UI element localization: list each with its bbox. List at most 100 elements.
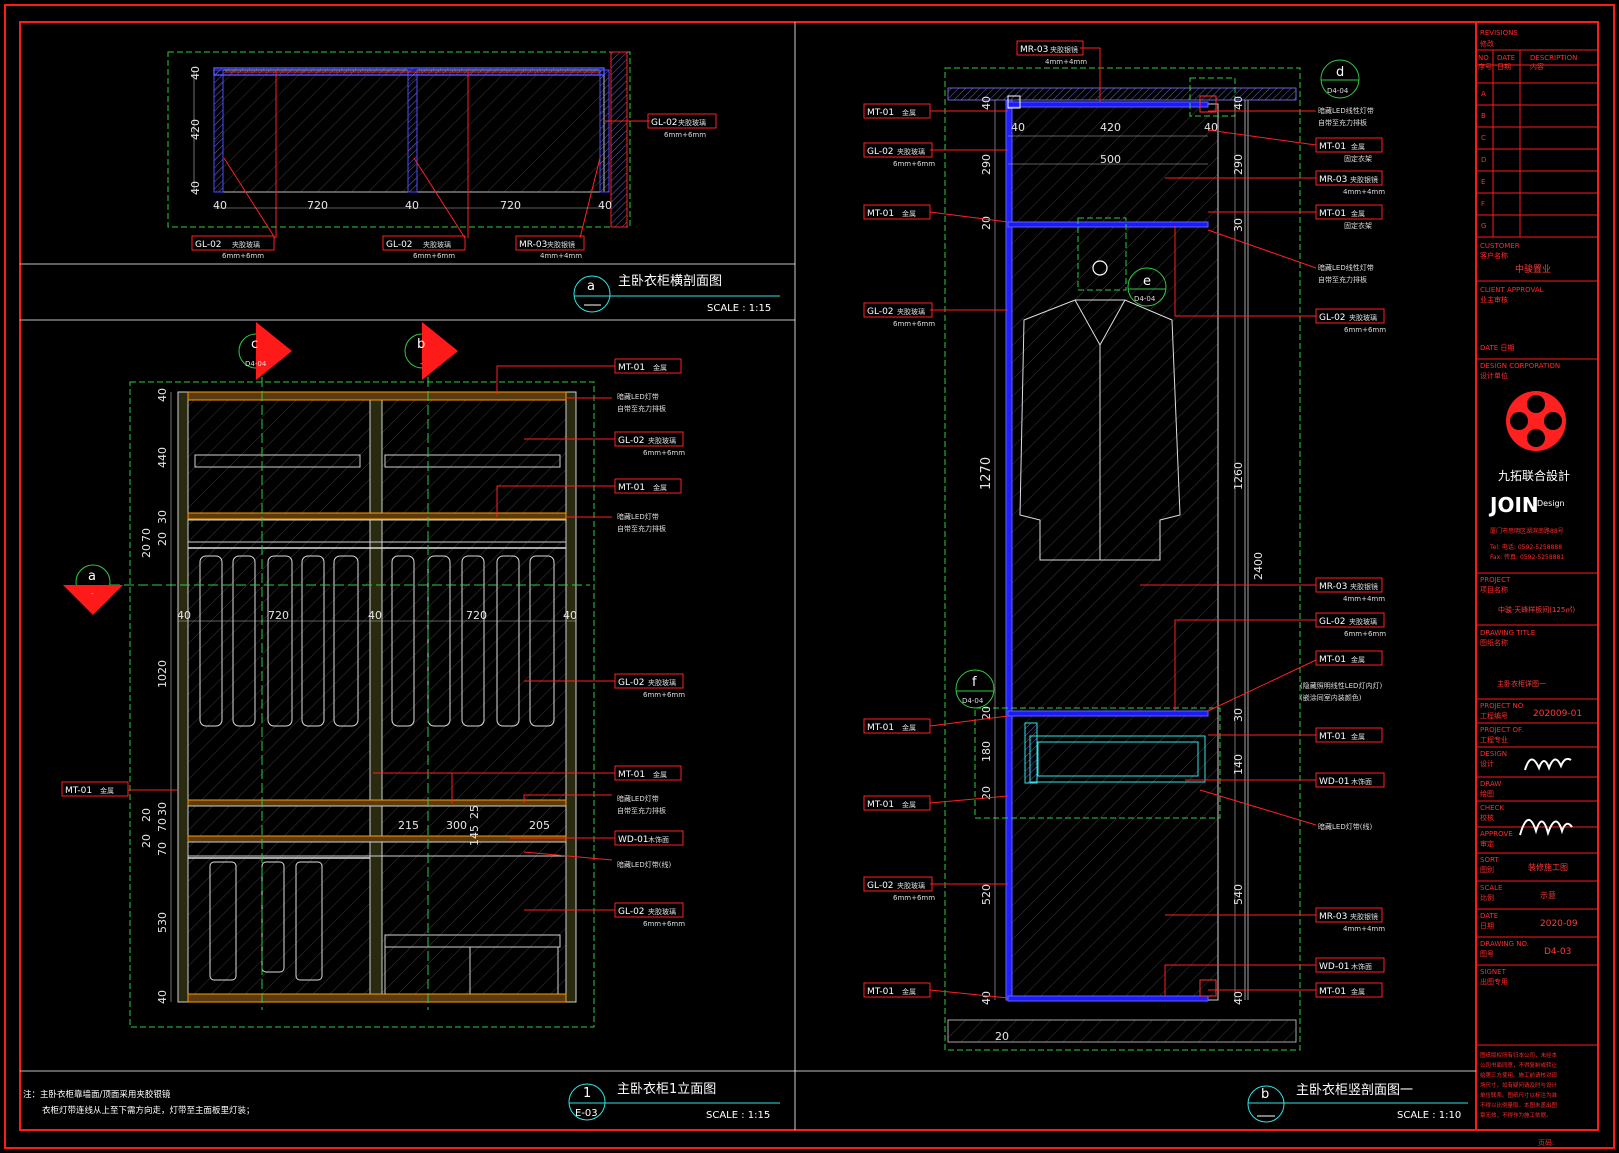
svg-text:A: A [1481,90,1486,98]
svg-text:20: 20 [156,532,169,546]
svg-text:夹胶银镜: 夹胶银镜 [1350,912,1378,921]
project-no-value: 202009-01 [1533,709,1582,719]
svg-text:厦门市思明区湖滨南路88号: 厦门市思明区湖滨南路88号 [1490,527,1564,535]
svg-text:140: 140 [1232,754,1245,775]
elevation-callouts: MT-01 金属 暗藏LED灯带 自带至充力排板 GL-02 夹胶玻璃 6mm+… [61,358,685,928]
svg-text:业主审核: 业主审核 [1480,295,1508,304]
svg-text:SCALE: SCALE [1480,884,1502,892]
svg-text:420: 420 [1100,121,1121,134]
logo-english-text: JOIN [1488,493,1539,517]
elevation-bubble-num: 1 [583,1086,591,1101]
section-marker-f-ref: D4-04 [962,697,984,705]
elevation-leaders [128,365,615,911]
elev-marker-b-ref: - [420,360,423,368]
svg-text:暗藏LED线性灯带: 暗藏LED线性灯带 [1318,263,1374,272]
svg-text:给第三方使用。施工前请核对现: 给第三方使用。施工前请核对现 [1480,1071,1558,1079]
svg-text:MT-01: MT-01 [618,770,645,780]
svg-text:20: 20 [980,706,993,720]
svg-text:金属: 金属 [653,770,667,779]
company-logo-icon [1506,391,1566,451]
outer-border [4,4,1615,1149]
svg-text:GL-02: GL-02 [1319,313,1346,323]
project-value: 中骏·天峰样板间(125㎡) [1498,605,1575,614]
svg-text:40: 40 [156,388,169,402]
svg-text:金属: 金属 [902,800,916,809]
svg-text:C: C [1481,134,1486,142]
svg-text:GL-02: GL-02 [867,147,894,157]
svg-text:项目名称: 项目名称 [1480,585,1508,594]
top-callout-1-code: GL-02 [195,240,222,250]
svg-text:Tel: 电话: 0592-5258888: Tel: 电话: 0592-5258888 [1489,543,1562,551]
svg-text:自带至充力排板: 自带至充力排板 [617,524,666,533]
svg-text:单位联系。图纸尺寸以标注为准: 单位联系。图纸尺寸以标注为准 [1480,1091,1558,1099]
svg-text:215: 215 [398,819,419,832]
svg-text:审定: 审定 [1480,839,1494,848]
svg-text:30: 30 [1232,708,1245,722]
svg-text:40: 40 [368,609,382,622]
top-callout-1-spec: 6mm+6mm [222,252,264,260]
svg-text:DESIGN CORPORATION: DESIGN CORPORATION [1480,362,1560,370]
svg-text:4mm+4mm: 4mm+4mm [1343,595,1385,603]
svg-text:比例: 比例 [1480,893,1494,902]
svg-text:木饰面: 木饰面 [648,835,669,844]
section-markers: d D4-04 e D4-04 f D4-04 [955,59,1360,709]
svg-text:GL-02: GL-02 [867,307,894,317]
drawing-title-value: 主卧衣柜详图一 [1497,679,1546,688]
svg-text:70: 70 [156,842,169,856]
top-section-plan: 40 720 40 720 40 40 420 40 [167,51,650,239]
svg-text:NO: NO [1478,54,1489,62]
svg-text:CHECK: CHECK [1480,804,1504,812]
svg-text:1020: 1020 [156,660,169,688]
svg-text:内容: 内容 [1530,62,1544,71]
svg-text:DESIGN: DESIGN [1480,750,1507,758]
svg-text:校核: 校核 [1480,813,1494,822]
svg-text:6mm+6mm: 6mm+6mm [893,894,935,902]
svg-text:设计单位: 设计单位 [1480,371,1508,380]
elevation-markers: c D4-04 b - a - [63,322,458,615]
designer-signature-icon [1524,757,1572,771]
top-callout-2-name: 夹胶玻璃 [423,240,451,249]
customer-value: 中骏置业 [1515,263,1551,275]
svg-text:6mm+6mm: 6mm+6mm [893,160,935,168]
svg-text:40: 40 [1232,96,1245,110]
svg-text:自带至充力排板: 自带至充力排板 [617,404,666,413]
svg-text:6mm+6mm: 6mm+6mm [1344,630,1386,638]
top-section-title: a 主卧衣柜横剖面图 SCALE : 1:15 [573,273,780,314]
elevation-title: 1 E-03 主卧衣柜1立面图 SCALE : 1:15 [568,1081,780,1121]
elevation-scale: SCALE : 1:15 [706,1110,770,1121]
elev-marker-b-letter: b [417,337,425,352]
section-marker-e-letter: e [1143,274,1151,289]
svg-text:金属: 金属 [653,483,667,492]
svg-text:40: 40 [177,609,191,622]
top-callout-4-spec: 4mm+4mm [540,252,582,260]
page-footer: 页码: [1538,1139,1554,1147]
vertical-section-leaders [929,47,1317,999]
svg-text:40: 40 [980,991,993,1005]
date-value: 2020-09 [1540,919,1578,929]
svg-text:E: E [1481,178,1485,186]
svg-text:F: F [1481,200,1485,208]
svg-text:公司书面同意，不得复制或转让: 公司书面同意，不得复制或转让 [1480,1061,1558,1069]
svg-text:40: 40 [980,96,993,110]
svg-text:MT-01: MT-01 [867,987,894,997]
svg-text:6mm+6mm: 6mm+6mm [643,920,685,928]
svg-text:夹胶银镜: 夹胶银镜 [1350,175,1378,184]
svg-text:金属: 金属 [653,363,667,372]
top-section-title-text: 主卧衣柜横剖面图 [618,273,722,289]
svg-text:夹胶玻璃: 夹胶玻璃 [1349,313,1377,322]
svg-text:日期: 日期 [1497,63,1511,71]
svg-text:MT-01: MT-01 [867,209,894,219]
svg-text:520: 520 [980,884,993,905]
svg-text:WD-01: WD-01 [618,835,649,845]
svg-text:70: 70 [140,528,153,542]
logo-english-text-2: Design [1537,499,1565,508]
svg-text:290: 290 [1232,154,1245,175]
svg-text:530: 530 [156,912,169,933]
svg-text:4mm+4mm: 4mm+4mm [1343,188,1385,196]
svg-text:图纸名称: 图纸名称 [1480,638,1508,647]
svg-text:G: G [1481,222,1486,230]
svg-text:MR-03: MR-03 [1319,582,1347,592]
top-dim-h-1: 40 [213,199,227,212]
elev-marker-c-ref: D4-04 [245,360,267,368]
svg-text:500: 500 [1100,153,1121,166]
